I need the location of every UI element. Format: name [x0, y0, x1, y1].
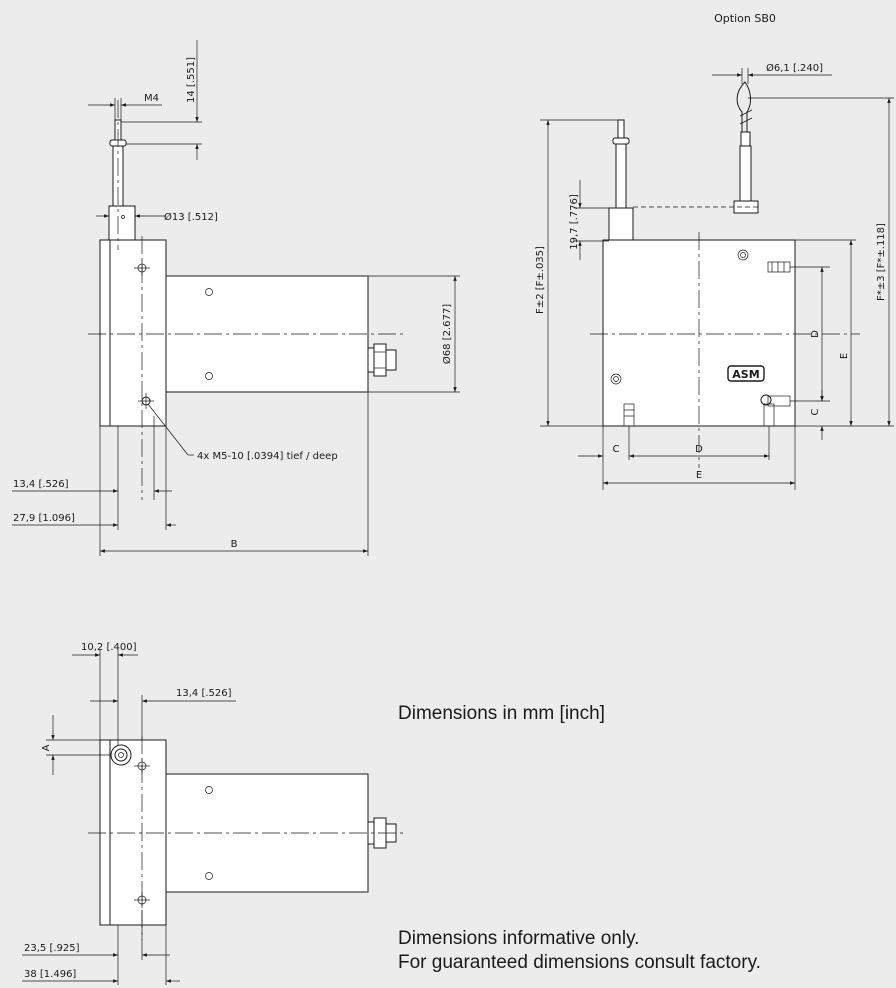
dim-e-horizontal: E	[696, 470, 702, 481]
units-note: Dimensions in mm [inch]	[398, 703, 605, 724]
length-label: B	[231, 539, 238, 550]
holes-note: 4x M5-10 [.0394] tief / deep	[197, 451, 338, 462]
wire-diameter-label: Ø13 [.512]	[164, 211, 218, 223]
main-housing	[109, 739, 167, 926]
clip-diameter-label: Ø6,1 [.240]	[766, 62, 823, 74]
dim-c-horizontal: C	[613, 444, 620, 455]
screw-icon	[610, 373, 622, 385]
alt-dim-top-2: 13,4 [.526]	[176, 688, 232, 699]
asm-logo: ASM	[727, 365, 765, 382]
wire-guide	[608, 207, 634, 242]
housing-diameter-label: Ø68 [2.677]	[441, 304, 453, 364]
connector-nut	[373, 343, 387, 377]
offset-label-1: 13,4 [.526]	[13, 479, 69, 490]
clip-icon	[733, 81, 759, 214]
height-label-2: F*±3 [F*±.118]	[876, 223, 887, 301]
dim-c-vertical: C	[810, 408, 821, 415]
flange-plate	[99, 739, 111, 926]
thread-label: M4	[144, 93, 159, 104]
flange-plate	[99, 239, 111, 427]
connector-plug	[385, 349, 397, 371]
screw-icon	[205, 288, 213, 296]
dim-e-vertical: E	[839, 353, 850, 359]
dim-d-vertical: D	[810, 330, 821, 338]
wire-rod	[615, 143, 627, 209]
screw-icon	[205, 786, 213, 794]
alt-dim-bottom-1: 23,5 [.925]	[24, 943, 80, 954]
option-label: Option SB0	[714, 12, 776, 25]
screw-icon	[205, 872, 213, 880]
alt-dim-top-1: 10,2 [.400]	[81, 642, 137, 653]
alt-side-view: 10,2 [.400] 13,4 [.526] A 23,5 [.925] 38…	[22, 642, 405, 985]
alt-dim-bottom-2: 38 [1.496]	[24, 969, 76, 980]
wire-guide	[108, 205, 136, 241]
alt-dim-a: A	[41, 744, 52, 751]
mounting-hole-icon	[138, 393, 154, 409]
front-view: Option SB0 ASM	[535, 12, 894, 490]
disclaimer-line-2: For guaranteed dimensions consult factor…	[398, 952, 761, 973]
offset-label-2: 27,9 [1.096]	[13, 513, 75, 524]
screw-icon	[205, 372, 213, 380]
dim-stroke-label: 14 [.551]	[186, 57, 197, 103]
wire-ferrule	[612, 137, 630, 145]
disclaimer-line-1: Dimensions informative only.	[398, 928, 640, 949]
dim-d-horizontal: D	[695, 444, 703, 455]
side-view: 14 [.551] M4 Ø13 [.512] Ø68 [2.677] 4x M…	[12, 40, 460, 556]
height-label-1: F±2 [F±.035]	[535, 246, 546, 314]
wire-height-label: 19,7 [.776]	[569, 194, 580, 250]
screw-icon	[737, 249, 749, 261]
connector-base	[367, 347, 375, 373]
svg-text:ASM: ASM	[732, 368, 759, 381]
